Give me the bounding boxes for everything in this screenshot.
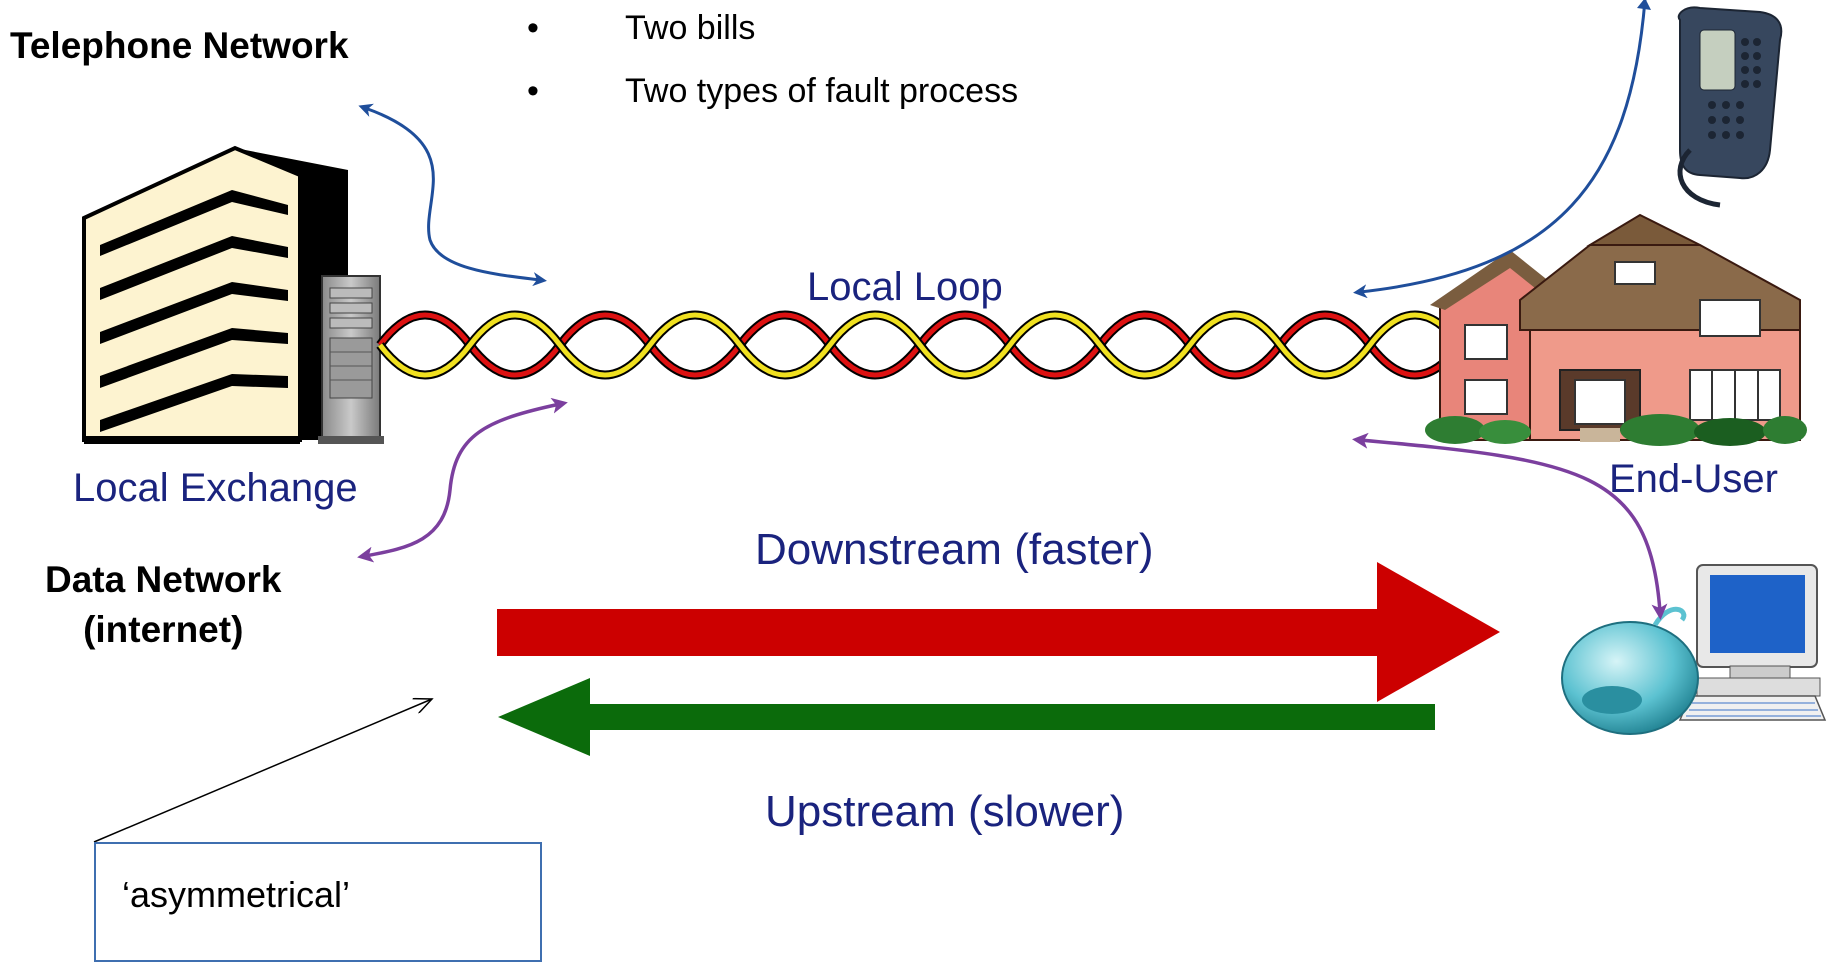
bullet-item: Two bills [515, 0, 1018, 63]
data-network-label-line2: (internet) [83, 608, 244, 650]
upstream-label: Upstream (slower) [765, 787, 1125, 836]
desk-telephone-icon [1677, 6, 1783, 208]
telephone-network-label: Telephone Network [10, 25, 349, 66]
data-network-label: Data Network (internet) [45, 555, 281, 655]
bullet-list: Two bills Two types of fault process [515, 0, 1018, 126]
data-network-label-line1: Data Network [45, 559, 282, 600]
end-user-label: End-User [1609, 457, 1778, 501]
data-network-link-arrow [357, 397, 568, 563]
server-tower-icon [318, 275, 384, 444]
bullet-item: Two types of fault process [515, 63, 1018, 126]
office-building-icon [82, 145, 348, 444]
house-icon [1425, 213, 1807, 446]
asymmetrical-callout-box: ‘asymmetrical’ [94, 842, 542, 962]
local-loop-twisted-pair [376, 310, 1464, 380]
asymmetrical-callout-text: ‘asymmetrical’ [122, 874, 351, 915]
telephone-network-link-arrow [358, 103, 547, 287]
telephone-link-arrow-head [1637, 0, 1651, 10]
desktop-computer-icon [1678, 564, 1827, 721]
downstream-arrow [497, 562, 1500, 702]
telephone-link-arrow [1353, 0, 1647, 299]
computer-link-arrow [1352, 432, 1668, 620]
modem-icon [1561, 606, 1699, 735]
downstream-label: Downstream (faster) [755, 525, 1154, 574]
asymmetrical-callout-leader [93, 699, 432, 843]
local-exchange-label: Local Exchange [73, 466, 358, 510]
local-loop-label: Local Loop [807, 265, 1003, 309]
upstream-arrow [498, 678, 1435, 756]
diagram-canvas [82, 0, 1827, 843]
